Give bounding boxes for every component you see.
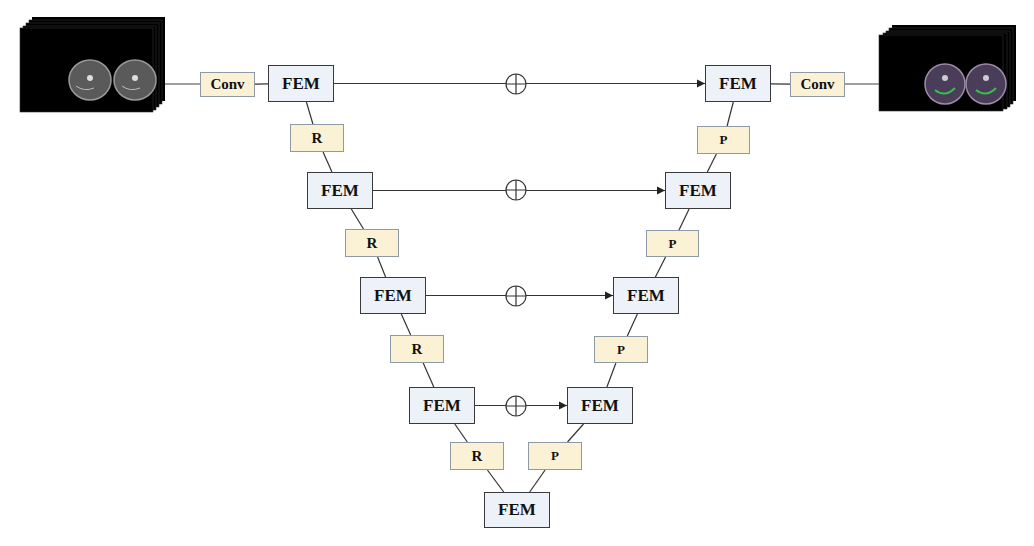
block-label: FEM (627, 286, 665, 306)
block-label: FEM (374, 286, 412, 306)
fem-block: FEM (484, 492, 550, 528)
block-label: R (472, 448, 483, 465)
block-label: FEM (719, 74, 757, 94)
connector-line (627, 314, 637, 336)
block-label: P (551, 448, 559, 464)
connector-line (378, 257, 386, 277)
connector-line (707, 154, 716, 172)
block-label: Conv (800, 76, 834, 93)
connector-line (679, 209, 689, 230)
reduce-box: R (450, 442, 504, 470)
upsample-box: P (528, 442, 582, 470)
upsample-box: P (646, 230, 699, 257)
block-label: P (617, 342, 625, 358)
block-label: P (669, 236, 677, 252)
upsample-box: P (594, 336, 648, 363)
reduce-box: R (345, 229, 399, 257)
connector-line (351, 209, 363, 229)
connector-line (487, 470, 503, 492)
connector-line (306, 102, 313, 124)
fem-block: FEM (409, 387, 475, 424)
fem-block: FEM (705, 65, 771, 102)
fem-block: FEM (360, 277, 426, 314)
fem-block: FEM (567, 387, 633, 424)
block-label: FEM (498, 500, 536, 520)
block-label: FEM (581, 396, 619, 416)
input-image-stack (20, 17, 165, 112)
block-label: R (367, 235, 378, 252)
fem-block: FEM (613, 277, 679, 314)
block-label: FEM (321, 181, 359, 201)
connector-line (727, 102, 733, 126)
upsample-box: P (697, 126, 750, 154)
connector-line (323, 152, 332, 172)
connector-line (607, 363, 616, 387)
fem-block: FEM (307, 172, 373, 209)
reduce-box: R (390, 335, 444, 363)
connector-line (771, 83, 790, 84)
connector-line (423, 363, 434, 387)
connector-line (655, 257, 665, 277)
block-label: FEM (679, 181, 717, 201)
reduce-box: R (290, 124, 344, 152)
block-label: R (312, 130, 323, 147)
connector-line (455, 424, 468, 442)
block-label: P (720, 132, 728, 148)
block-label: FEM (282, 74, 320, 94)
conv-box: Conv (790, 72, 845, 97)
block-label: Conv (210, 76, 244, 93)
connector-line (530, 470, 545, 492)
block-label: FEM (423, 396, 461, 416)
connector-line (568, 424, 584, 442)
fem-block: FEM (268, 65, 334, 102)
connector-line (401, 314, 410, 335)
connector-line (255, 83, 268, 84)
output-image-stack (879, 25, 1016, 111)
block-label: R (412, 341, 423, 358)
fem-block: FEM (665, 172, 731, 209)
conv-box: Conv (200, 72, 255, 97)
